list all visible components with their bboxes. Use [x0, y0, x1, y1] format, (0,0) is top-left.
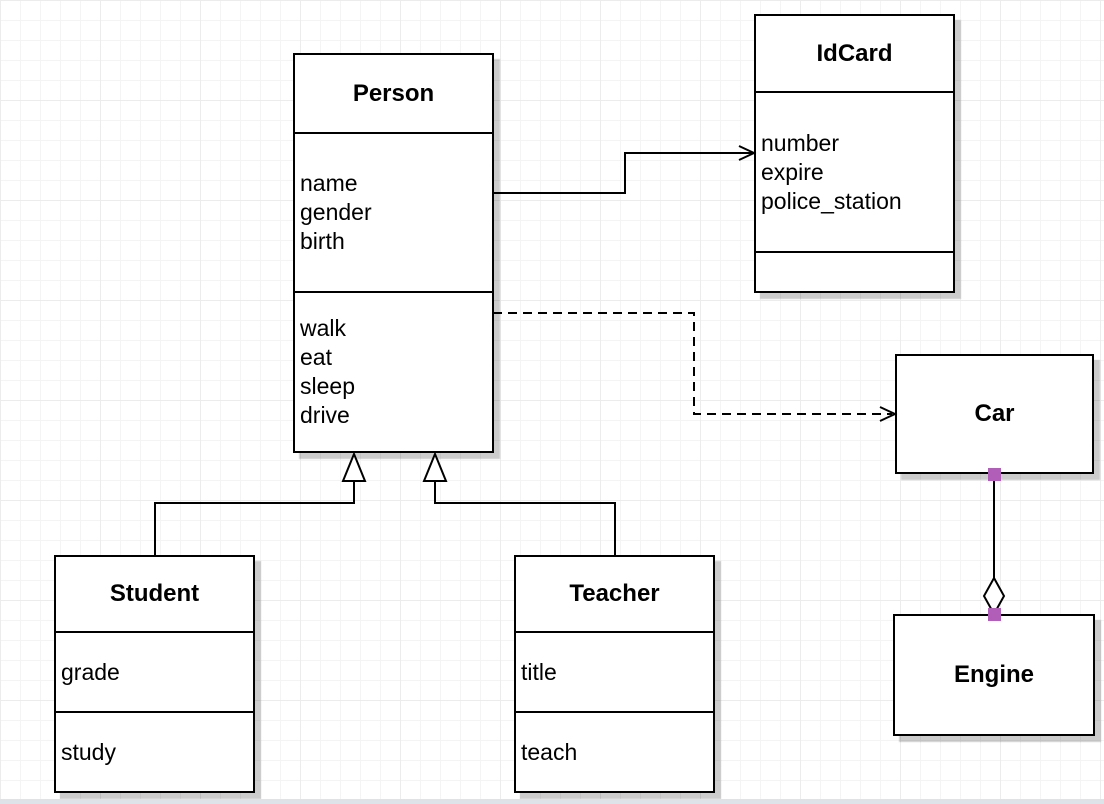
class-engine-title: Engine	[953, 661, 1034, 688]
method: walk	[300, 315, 347, 341]
hollow-triangle-icon	[341, 451, 367, 482]
class-idcard-attributes: number expire police_station	[756, 93, 953, 253]
class-person[interactable]: Person name gender birth walk eat sleep …	[293, 53, 494, 453]
attribute: title	[521, 658, 557, 685]
dependency-person-car[interactable]	[493, 312, 898, 422]
class-car-title: Car	[974, 400, 1015, 427]
class-teacher-methods: teach	[516, 713, 713, 791]
class-student-methods: study	[56, 713, 253, 791]
inheritance-student-person[interactable]	[154, 451, 367, 555]
method: eat	[300, 344, 332, 370]
attribute: expire	[761, 158, 824, 185]
class-person-methods: walk eat sleep drive	[295, 293, 492, 451]
class-teacher-title: Teacher	[516, 557, 713, 633]
inheritance-teacher-person[interactable]	[422, 451, 616, 555]
attribute: gender	[300, 199, 372, 225]
association-person-idcard[interactable]	[493, 145, 757, 194]
hollow-triangle-icon	[422, 451, 448, 482]
method: teach	[521, 738, 578, 765]
attribute: police_station	[761, 187, 902, 214]
attribute: birth	[300, 228, 345, 254]
class-idcard[interactable]: IdCard number expire police_station	[754, 14, 955, 293]
canvas-bottom-edge	[0, 799, 1104, 804]
method: sleep	[300, 373, 355, 399]
class-teacher[interactable]: Teacher title teach	[514, 555, 715, 793]
hollow-diamond-icon	[982, 575, 1006, 617]
open-arrowhead-icon	[738, 145, 757, 161]
method: drive	[300, 402, 350, 428]
class-teacher-attributes: title	[516, 633, 713, 713]
open-arrowhead-icon	[879, 406, 898, 422]
aggregation-car-engine[interactable]	[982, 468, 1006, 621]
attribute: number	[761, 129, 839, 156]
class-student[interactable]: Student grade study	[54, 555, 255, 793]
class-car[interactable]: Car	[895, 354, 1094, 474]
class-person-attributes: name gender birth	[295, 134, 492, 293]
class-idcard-methods	[756, 253, 953, 291]
attribute: grade	[61, 658, 120, 685]
class-student-title: Student	[56, 557, 253, 633]
attribute: name	[300, 170, 358, 196]
class-idcard-title: IdCard	[756, 16, 953, 93]
class-engine[interactable]: Engine	[893, 614, 1095, 736]
class-student-attributes: grade	[56, 633, 253, 713]
class-person-title: Person	[295, 55, 492, 134]
method: study	[61, 738, 116, 765]
